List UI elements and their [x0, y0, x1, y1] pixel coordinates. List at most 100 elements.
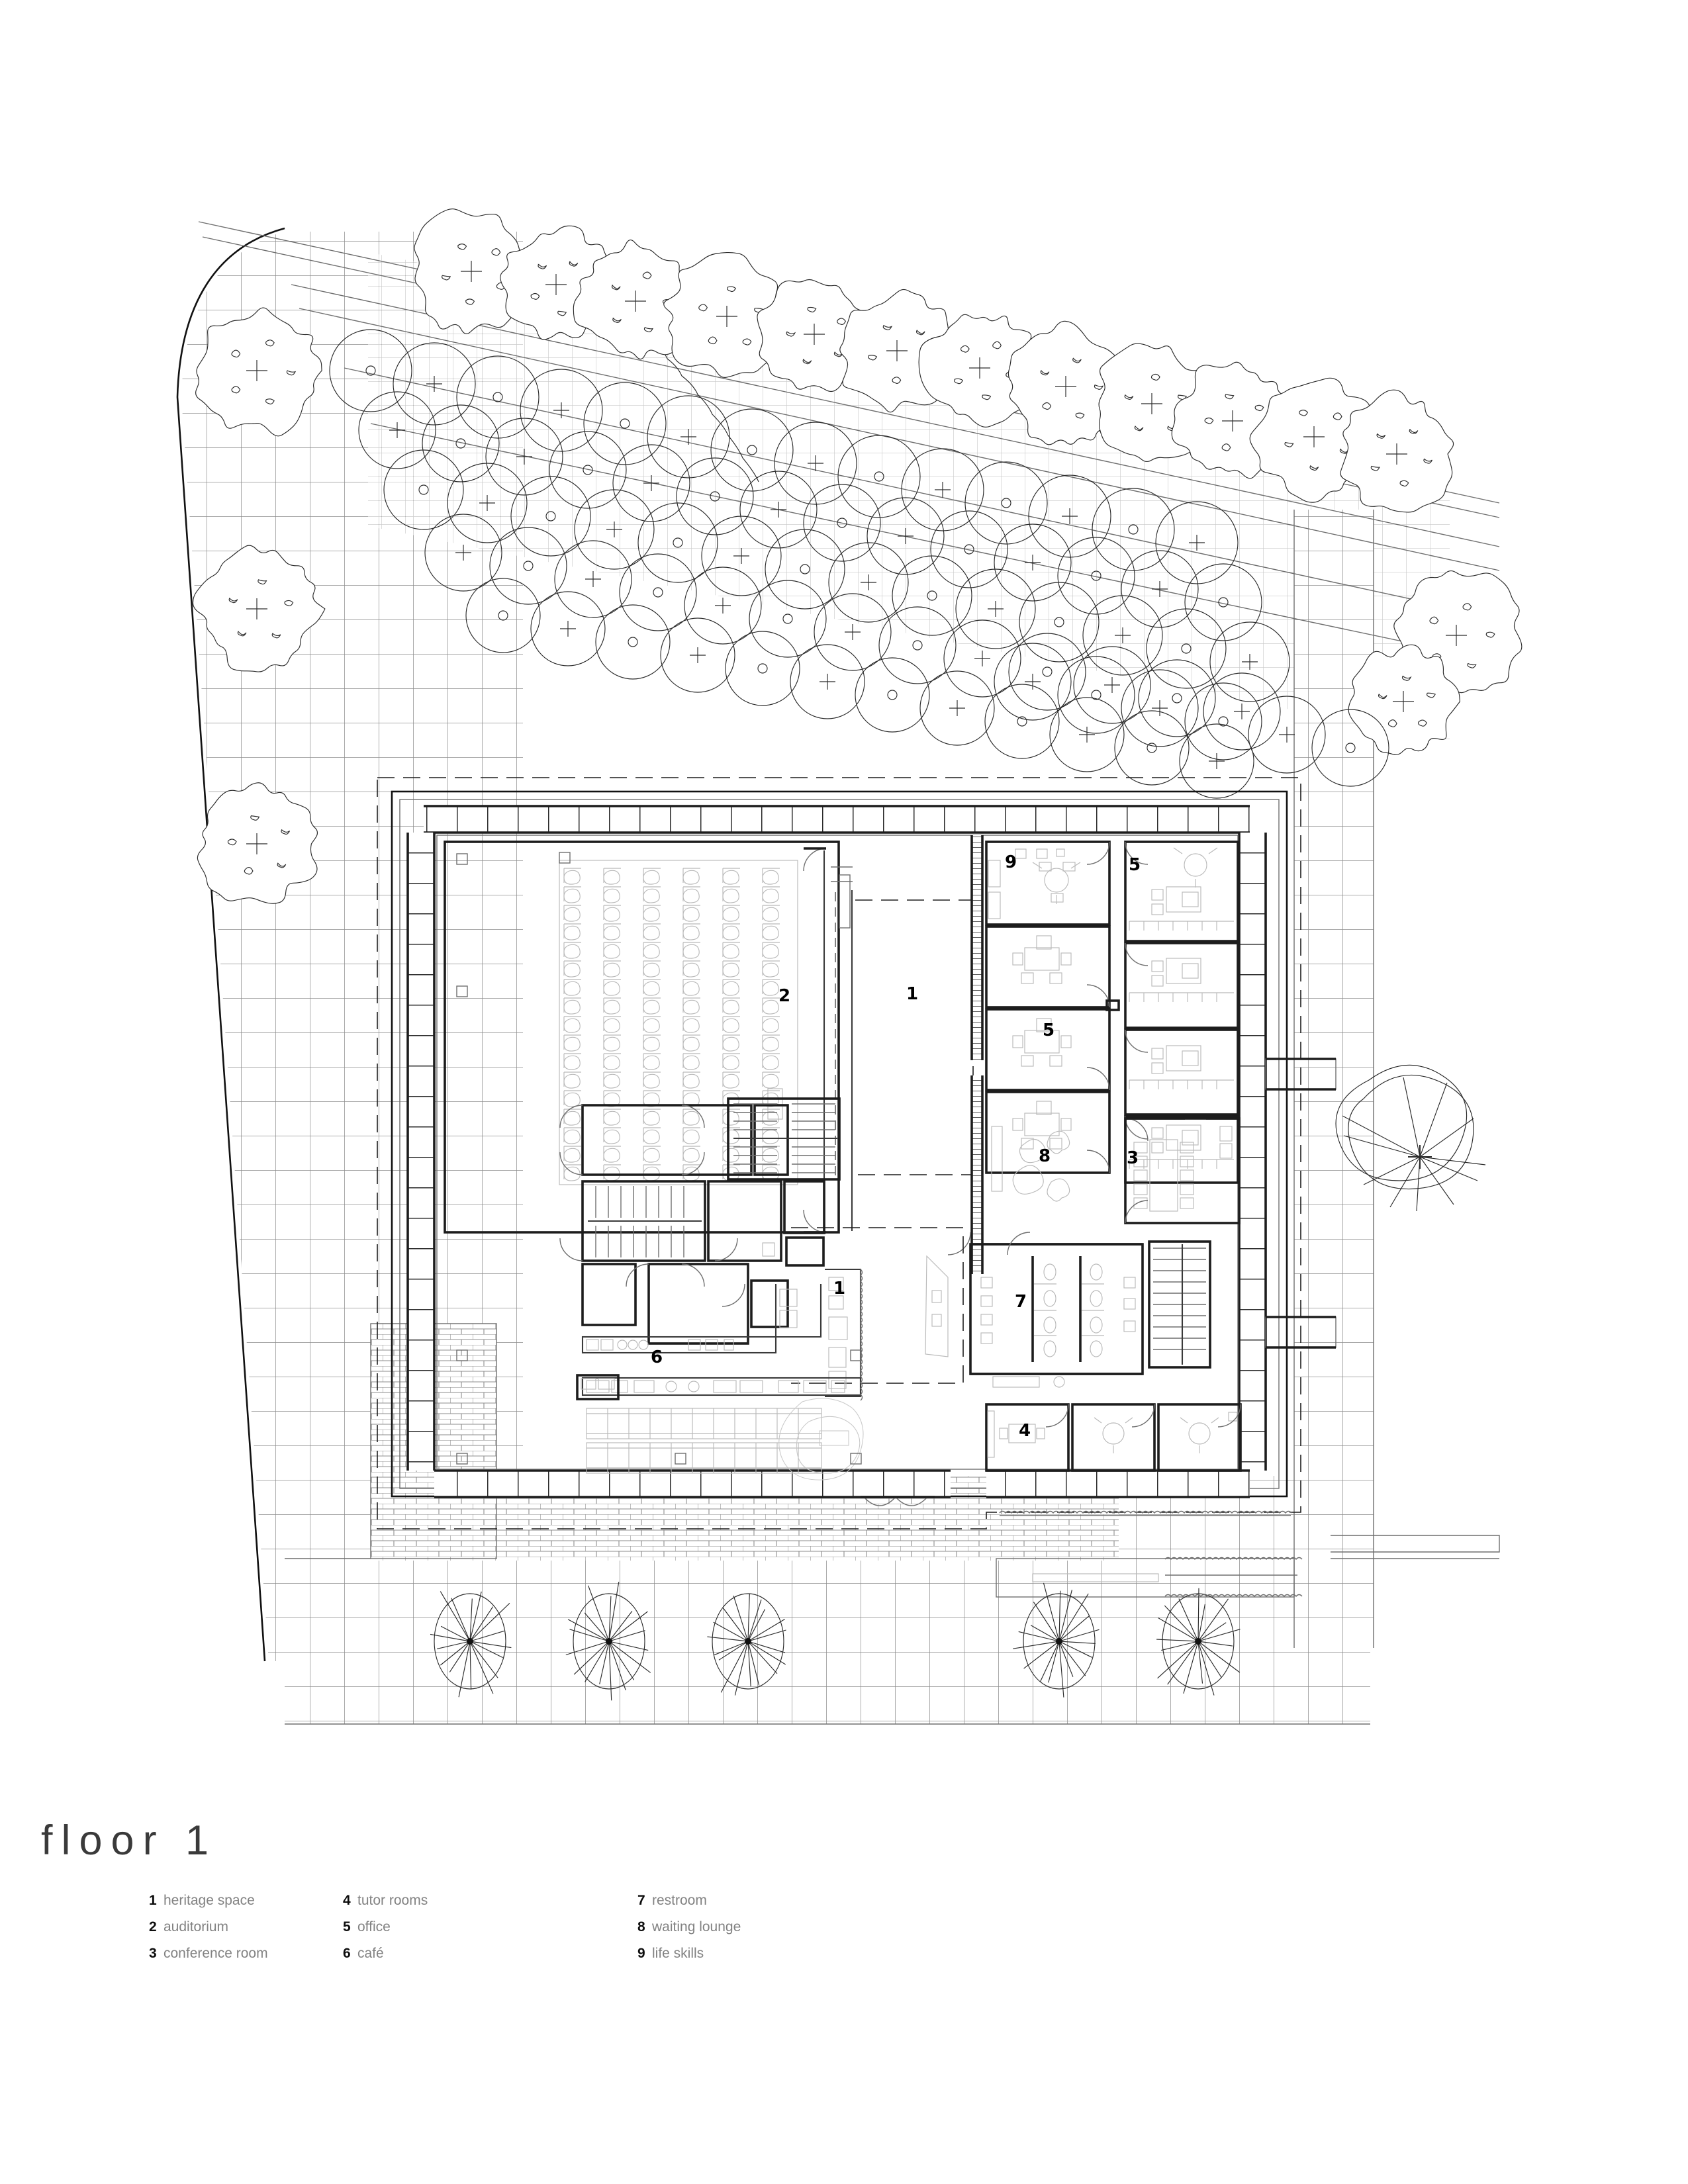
tree-circle — [358, 391, 436, 469]
tree-circle — [684, 567, 762, 645]
tree-circle — [1155, 501, 1239, 584]
curtain-wall — [406, 805, 1267, 1498]
restroom — [947, 1232, 1144, 1388]
tree-circle — [930, 510, 1008, 588]
office-column-inner — [985, 925, 1120, 1174]
tree-circle — [803, 484, 881, 562]
tree-circle — [619, 553, 697, 631]
room-number-auditorium: 2 — [778, 986, 790, 1006]
room-number-conference-room: 3 — [1127, 1148, 1139, 1168]
street-tree — [712, 1593, 784, 1690]
tree-circle — [1184, 682, 1262, 760]
tree-canopies — [192, 208, 1523, 904]
waiting-lounge — [991, 1126, 1070, 1202]
tree-circle — [1248, 696, 1326, 774]
street-tree — [434, 1593, 506, 1690]
room-number-waiting-lounge: 8 — [1039, 1146, 1051, 1166]
tree-circle — [465, 578, 541, 653]
tree-circle — [1057, 656, 1135, 734]
tree-circle — [1184, 563, 1262, 641]
street-tree — [1023, 1593, 1096, 1690]
tree-circle — [1311, 709, 1389, 787]
road-edge-southeast — [1331, 1535, 1500, 1559]
tree-circle — [676, 457, 754, 535]
tree-circle — [1008, 633, 1086, 711]
tree-circle — [583, 382, 667, 465]
tree-circle — [422, 404, 500, 482]
room-number-tutor-rooms: 4 — [1019, 1421, 1031, 1441]
tree-circle — [660, 617, 735, 693]
tree-circle — [919, 670, 995, 746]
tree-circle — [612, 444, 690, 522]
tree-circle — [725, 631, 800, 706]
tree-circle — [710, 408, 794, 492]
tree-circle — [424, 514, 502, 592]
tree-circle — [383, 449, 464, 530]
stair-east — [1148, 1240, 1211, 1369]
tree-circle — [329, 329, 412, 412]
tree-circle — [595, 604, 671, 680]
tree-circle — [1146, 608, 1227, 689]
conference-room — [1124, 1117, 1241, 1224]
tree-circle — [1028, 475, 1111, 558]
building — [377, 777, 1336, 1598]
tree-circle — [1179, 723, 1254, 799]
tree-circle — [1121, 550, 1199, 628]
heritage-space-lower — [791, 1227, 964, 1384]
room-number-life-skills: 9 — [1005, 852, 1017, 872]
scalloped-edges — [859, 1269, 1303, 1598]
tutor-rooms — [985, 1403, 1242, 1472]
tree-circle — [1121, 669, 1199, 747]
tree-circle — [554, 540, 632, 618]
tree-circle — [994, 523, 1072, 602]
tree-circle — [701, 516, 782, 596]
cafe — [456, 852, 864, 1480]
tree-circle — [489, 527, 567, 605]
tree-circle — [994, 643, 1072, 721]
tree-circle — [1138, 659, 1216, 737]
tree-circle — [1114, 710, 1190, 786]
office-column-outer — [1124, 841, 1239, 1184]
room-number-office-upper: 5 — [1129, 855, 1141, 875]
street-trees — [430, 1582, 1241, 1701]
tree-circle — [393, 342, 476, 426]
tree-circle — [1049, 697, 1125, 772]
tree-circle — [901, 448, 984, 531]
tree-circle — [1092, 488, 1175, 571]
lounge-pod — [778, 1398, 864, 1480]
tree-canopy — [1348, 644, 1460, 756]
tree-circle — [647, 395, 730, 478]
tree-circle — [964, 461, 1048, 545]
tree-circle — [1082, 595, 1163, 676]
tree-circle — [943, 619, 1021, 698]
tree-circle — [765, 529, 845, 610]
tree-circle — [855, 657, 930, 733]
tree-circle — [892, 555, 972, 636]
tree-circle — [837, 435, 921, 518]
tree-circle — [637, 502, 718, 583]
tree-canopy — [663, 251, 788, 378]
service-core — [559, 1097, 841, 1345]
room-number-cafe: 6 — [651, 1347, 663, 1367]
tree-circle — [456, 355, 539, 439]
tree-circle — [1073, 646, 1151, 724]
tree-circle — [739, 471, 818, 549]
room-number-heritage-space-lower: 1 — [833, 1279, 845, 1298]
tree-circle — [1209, 621, 1290, 702]
room-number-heritage-space-upper: 1 — [906, 984, 918, 1004]
tree-circle — [510, 476, 591, 557]
tree-circle — [828, 542, 909, 623]
roof-outline — [377, 777, 1301, 1529]
tree-circle — [878, 606, 957, 684]
entrance-canopy — [861, 1496, 935, 1506]
planting-beds — [996, 1515, 1297, 1598]
tree-circle — [1019, 582, 1100, 662]
street-tree — [573, 1593, 645, 1690]
tree-canopy — [197, 782, 318, 904]
tree-circle — [814, 593, 892, 671]
existing-tree-east — [1335, 1064, 1486, 1212]
tree-circle — [574, 489, 655, 570]
